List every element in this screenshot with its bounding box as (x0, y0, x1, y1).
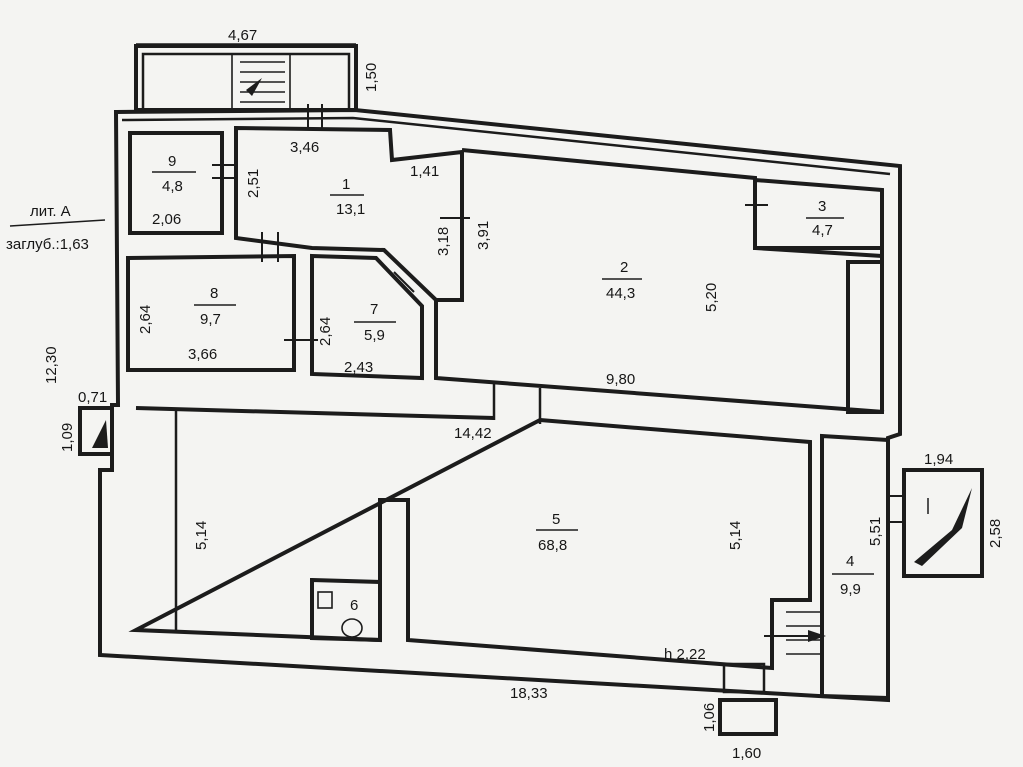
depth-label: заглуб.:1,63 (6, 236, 89, 253)
dim-room2-bottom: 9,80 (606, 371, 635, 388)
dim-right-stair-height: 2,58 (987, 519, 1004, 548)
room-4-label: 4 9,9 (832, 553, 874, 598)
dim-right-stair-width: 1,94 (924, 451, 953, 468)
room-area: 4,7 (812, 222, 833, 239)
room-number: 6 (350, 597, 358, 614)
room-number: 5 (552, 511, 560, 528)
room-9-walls (128, 131, 224, 235)
room-4-walls (820, 433, 890, 701)
room-5-walls (128, 406, 812, 671)
room-number: 8 (210, 285, 218, 302)
room-area: 9,7 (200, 311, 221, 328)
dim-left-window-height: 1,09 (59, 423, 76, 452)
dim-room1-top: 3,46 (290, 139, 319, 156)
dim-room5-left: 5,14 (193, 521, 210, 550)
dim-overall-width: 18,33 (510, 685, 548, 702)
sink-icon (317, 591, 333, 609)
dim-left-window-width: 0,71 (78, 389, 107, 406)
room-area: 13,1 (336, 201, 365, 218)
lit-label: лит. А (30, 203, 71, 220)
dim-room2-left: 3,91 (475, 221, 492, 250)
room-7-label: 7 5,9 (354, 301, 396, 344)
room-number: 2 (620, 259, 628, 276)
outer-walls (98, 107, 902, 703)
room-1-label: 1 13,1 (330, 176, 365, 218)
dim-room9-bottom: 2,06 (152, 211, 181, 228)
room-8-walls (126, 253, 296, 372)
room-area: 9,9 (840, 581, 861, 598)
dim-top-stair-width: 4,67 (228, 27, 257, 44)
dim-room5-top: 14,42 (454, 425, 492, 442)
dim-room2-right: 5,20 (703, 283, 720, 312)
room-number: 3 (818, 198, 826, 215)
dim-bottom-entry-width: 1,60 (732, 745, 761, 762)
room-number: 9 (168, 153, 176, 170)
dim-room4-left: 5,51 (867, 517, 884, 546)
bottom-entry (718, 662, 778, 736)
room-number: 4 (846, 553, 854, 570)
room-area: 5,9 (364, 327, 385, 344)
dim-room1-right-top: 1,41 (410, 163, 439, 180)
dim-ceiling-height: h 2,22 (664, 646, 706, 663)
dim-top-stair-depth: 1,50 (363, 63, 380, 92)
room-3-label: 3 4,7 (806, 198, 844, 239)
dim-room1-right: 3,18 (435, 227, 452, 256)
room-number: 7 (370, 301, 378, 318)
top-stair-box (134, 44, 358, 112)
room-8-label: 8 9,7 (194, 285, 236, 328)
dim-room5-right: 5,14 (727, 521, 744, 550)
toilet-icon (341, 618, 363, 638)
room-area: 4,8 (162, 178, 183, 195)
dim-room1-left: 2,51 (245, 169, 262, 198)
room-3-walls (753, 177, 884, 259)
room-7-walls (310, 253, 424, 381)
room-number: 1 (342, 176, 350, 193)
dim-room7-bottom: 2,43 (344, 359, 373, 376)
room-6-label: 6 (350, 597, 358, 614)
room-9-label: 9 4,8 (152, 153, 196, 195)
right-stair-box (888, 468, 984, 578)
left-window (78, 406, 114, 456)
stair-arrow-icon (808, 630, 826, 642)
room-area: 68,8 (538, 537, 567, 554)
room-6-walls (310, 577, 382, 643)
room-2-walls (434, 148, 885, 414)
room-5-label: 5 68,8 (536, 511, 578, 554)
dim-bottom-entry-depth: 1,06 (701, 703, 718, 732)
stair-arrow-icon (246, 78, 262, 96)
dim-room7-left: 2,64 (317, 317, 334, 346)
dim-room8-bottom: 3,66 (188, 346, 217, 363)
dim-overall-height: 12,30 (43, 346, 60, 384)
dim-room8-left: 2,64 (137, 305, 154, 334)
room-2-label: 2 44,3 (602, 259, 642, 302)
room-area: 44,3 (606, 285, 635, 302)
